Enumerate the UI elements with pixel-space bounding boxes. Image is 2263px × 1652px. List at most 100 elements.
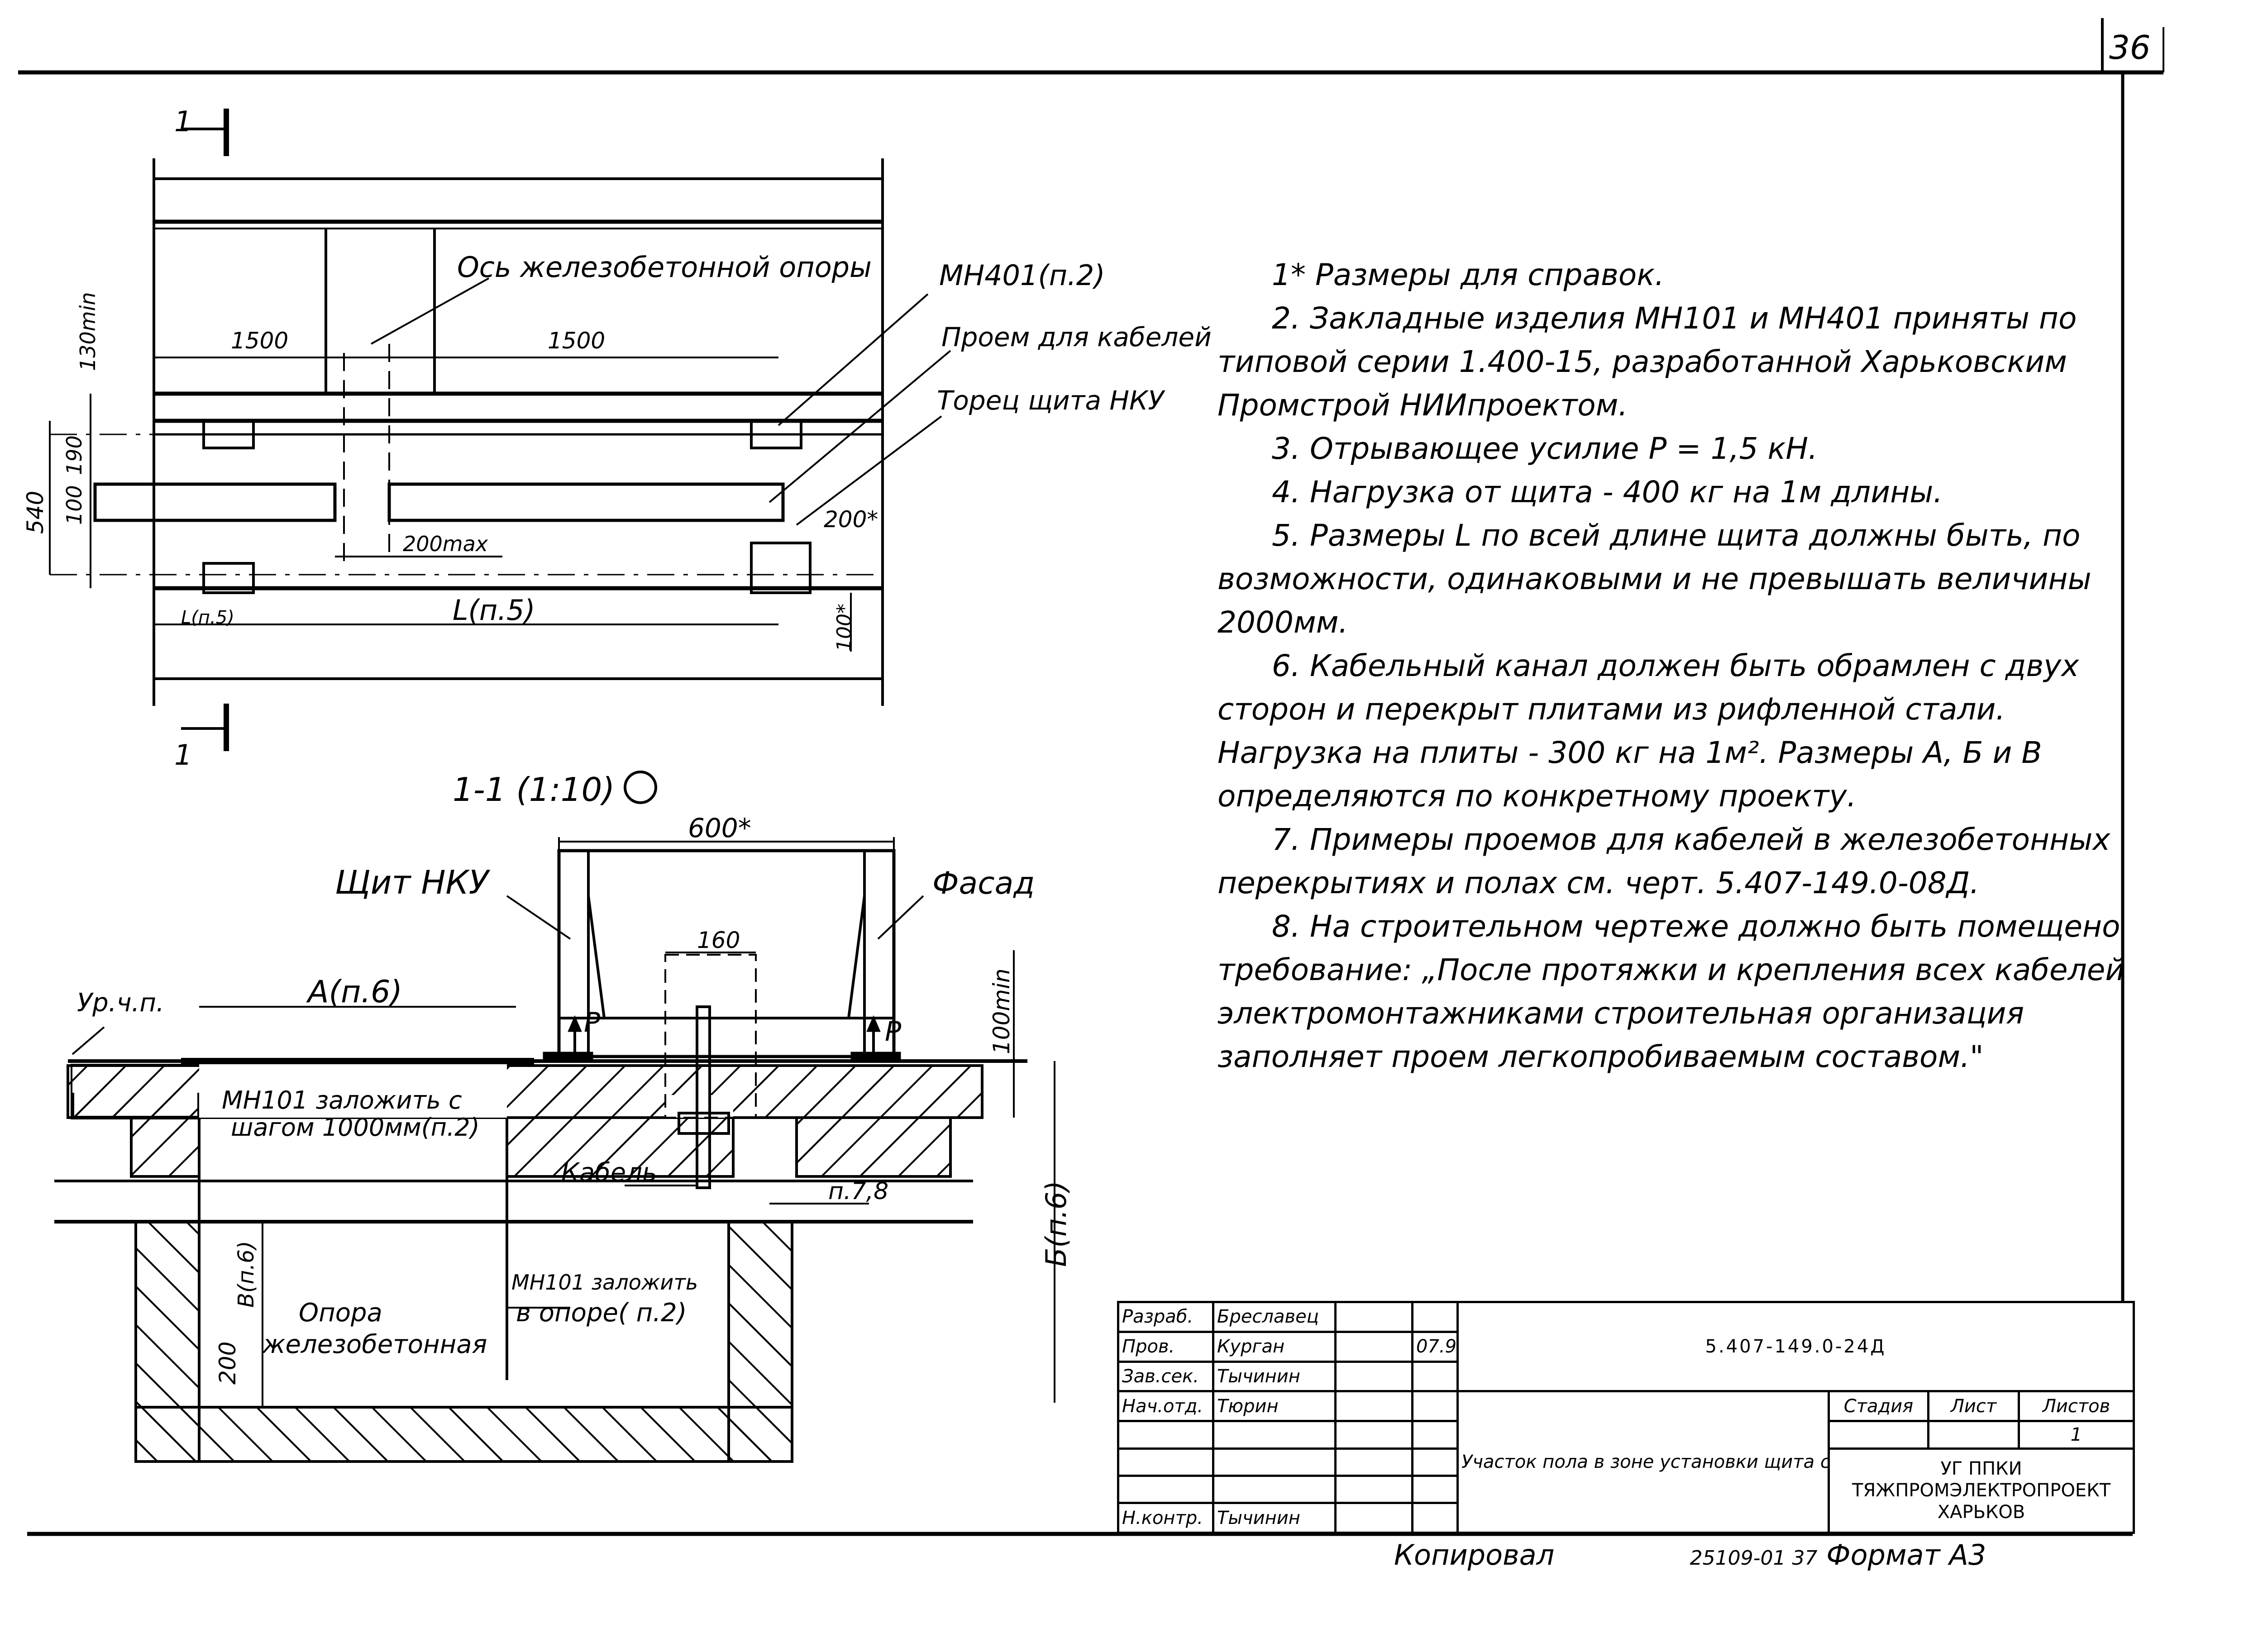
drawing-description: Участок пола в зоне установки щита сопро… — [1456, 1390, 1830, 1534]
opening-label: Проем для кабелей — [941, 322, 1212, 352]
tb-date-4 — [1411, 1390, 1459, 1423]
tb-role-4: Нач.отд. — [1117, 1390, 1214, 1423]
tb-sign-5 — [1334, 1502, 1413, 1534]
facade-label: Фасад — [932, 866, 1035, 901]
dim-100min: 100min — [988, 968, 1015, 1054]
note-7: 7. Примеры проемов для кабелей в железоб… — [1217, 822, 2110, 900]
tb-empty-c2 — [1212, 1474, 1337, 1504]
tb-sign-1 — [1334, 1301, 1413, 1333]
tb-sign-2 — [1334, 1330, 1413, 1363]
floor-level-label: Ур.ч.п. — [77, 988, 164, 1018]
sheet-frame — [18, 18, 2164, 1536]
dim-130min: 130min — [76, 292, 100, 371]
tb-empty-b1 — [1117, 1447, 1214, 1477]
tb-empty-c3 — [1334, 1474, 1413, 1504]
tb-name-3: Тычинин — [1212, 1360, 1337, 1393]
mn101-step-line1: МН101 заложить с — [222, 1086, 462, 1114]
tb-role-5: Н.контр. — [1117, 1502, 1214, 1534]
dim-b-small: В(п.6) — [234, 1241, 259, 1308]
org-line2: ТЯЖПРОМЭЛЕКТРОПРОЕКТ — [1852, 1480, 2111, 1501]
sheets-label: Листов — [2017, 1390, 2135, 1423]
dim-1500-right: 1500 — [548, 328, 605, 354]
dim-190: 190 — [62, 435, 86, 475]
tb-name-2: Курган — [1212, 1330, 1337, 1363]
dim-540: 540 — [22, 491, 48, 534]
dim-b-big: Б(п.6) — [1040, 1181, 1073, 1267]
tb-role-3: Зав.сек. — [1117, 1360, 1214, 1393]
format-label: Формат А3 — [1826, 1538, 1986, 1571]
note-8: 8. На строительном чертеже должно быть п… — [1217, 909, 2125, 1074]
tb-empty-c4 — [1411, 1474, 1459, 1504]
section-mark-top: 1 — [174, 105, 192, 138]
section-mark-bottom: 1 — [174, 738, 192, 771]
tb-date-1 — [1411, 1301, 1459, 1333]
tb-name-1: Бреславец — [1212, 1301, 1337, 1333]
tb-sign-3 — [1334, 1360, 1413, 1393]
dim-100: 100 — [62, 485, 86, 525]
tb-name-4: Тюрин — [1212, 1390, 1337, 1423]
tb-date-2: 07.91г — [1411, 1330, 1459, 1363]
dim-100star: 100* — [833, 604, 856, 652]
tb-sign-4 — [1334, 1390, 1413, 1423]
section-title-circle — [624, 771, 657, 804]
tb-empty-b2 — [1212, 1447, 1337, 1477]
axis-label: Ось железобетонной опоры — [457, 251, 872, 284]
page-number: 36 — [2109, 29, 2151, 67]
drawing-code: 5.407-149.0-24Д — [1456, 1300, 2135, 1393]
dim-600: 600* — [688, 813, 751, 843]
dim-1500-left: 1500 — [231, 328, 288, 354]
mn101-support-line1: МН101 заложить — [511, 1270, 698, 1295]
tb-date-3 — [1411, 1360, 1459, 1393]
note-3: 3. Отрывающее усилие Р = 1,5 кН. — [1272, 431, 1818, 466]
tb-role-1: Разраб. — [1117, 1301, 1214, 1333]
notes-block: 1* Размеры для справок. 2. Закладные изд… — [1217, 253, 2150, 1079]
section-view — [54, 837, 1055, 1463]
tb-empty-a3 — [1334, 1420, 1413, 1450]
tb-name-5: Тычинин — [1212, 1502, 1337, 1534]
org-line1: УГ ППКИ — [1940, 1458, 2022, 1480]
dim-l: L(п.5) — [453, 594, 535, 627]
note-ref: п.7,8 — [828, 1178, 888, 1205]
section-title: 1-1 (1:10) — [453, 771, 615, 809]
title-block: Разраб. Бреславец 5.407-149.0-24Д Пров. … — [1117, 1300, 2135, 1534]
note-1: 1* Размеры для справок. — [1272, 257, 1665, 292]
dim-a: A(п.6) — [306, 974, 402, 1010]
org-line3: ХАРЬКОВ — [1937, 1502, 2025, 1523]
mn101-step-line2: шагом 1000мм(п.2) — [231, 1113, 480, 1142]
force-label-left: P — [584, 1007, 601, 1038]
note-5: 5. Размеры L по всей длине щита должны б… — [1217, 518, 2091, 640]
tb-empty-b4 — [1411, 1447, 1459, 1477]
tb-empty-a4 — [1411, 1420, 1459, 1450]
copied-label: Копировал — [1394, 1538, 1555, 1571]
tb-empty-a1 — [1117, 1420, 1214, 1450]
note-4: 4. Нагрузка от щита - 400 кг на 1м длины… — [1272, 475, 1943, 509]
dim-l-small: L(п.5) — [181, 607, 234, 628]
tb-date-5 — [1411, 1502, 1459, 1534]
panel-end-label: Торец щита НКУ — [937, 385, 1165, 416]
panel-label: Щит НКУ — [335, 863, 491, 901]
copy-stamp: Копировал 25109-01 37 Формат А3 — [1394, 1538, 1986, 1571]
copied-number: 25109-01 37 — [1690, 1547, 1818, 1570]
dim-200: 200 — [215, 1342, 241, 1385]
support-line1: Опора — [299, 1298, 382, 1328]
sheet-label: Лист — [1927, 1390, 2020, 1423]
note-2: 2. Закладные изделия МН101 и МН401 приня… — [1217, 301, 2077, 423]
cable-label: Кабель — [561, 1158, 657, 1187]
support-line2: железобетонная — [262, 1330, 487, 1359]
stage-value — [1828, 1420, 1929, 1450]
note-6: 6. Кабельный канал должен быть обрамлен … — [1217, 648, 2079, 814]
sheets-value: 1 — [2017, 1420, 2135, 1450]
mn101-support-line2: в опоре( п.2) — [516, 1298, 687, 1328]
tb-role-2: Пров. — [1117, 1330, 1214, 1363]
tb-empty-c1 — [1117, 1474, 1214, 1504]
dim-200max: 200max — [403, 532, 488, 556]
mn401-label: МН401(п.2) — [939, 259, 1105, 292]
plan-view — [49, 109, 951, 751]
stage-label: Стадия — [1828, 1390, 1929, 1423]
tb-empty-b3 — [1334, 1447, 1413, 1477]
tb-empty-a2 — [1212, 1420, 1337, 1450]
force-label-right: P — [885, 1016, 902, 1047]
dim-200star: 200* — [824, 506, 878, 533]
